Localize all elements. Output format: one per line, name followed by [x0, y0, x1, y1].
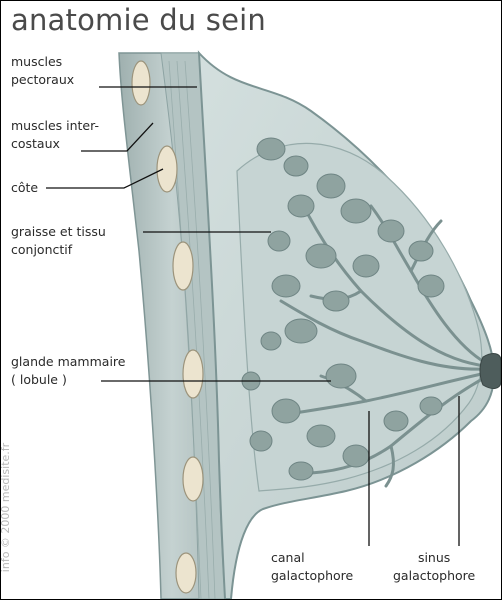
nipple [480, 354, 501, 389]
label-cote: côte [11, 179, 38, 197]
page-title: anatomie du sein [11, 3, 266, 37]
label-muscles-pectoraux: muscles pectoraux [11, 53, 74, 89]
label-muscles-intercostaux: muscles inter- costaux [11, 117, 99, 153]
label-graisse-tissu-conjonctif: graisse et tissu conjonctif [11, 223, 106, 259]
label-glande-mammaire: glande mammaire ( lobule ) [11, 353, 125, 389]
label-sinus-galactophore: sinus galactophore [393, 549, 475, 585]
label-canal-galactophore: canal galactophore [271, 549, 353, 585]
image-credit: info © 2000 medisite.fr [0, 443, 12, 572]
